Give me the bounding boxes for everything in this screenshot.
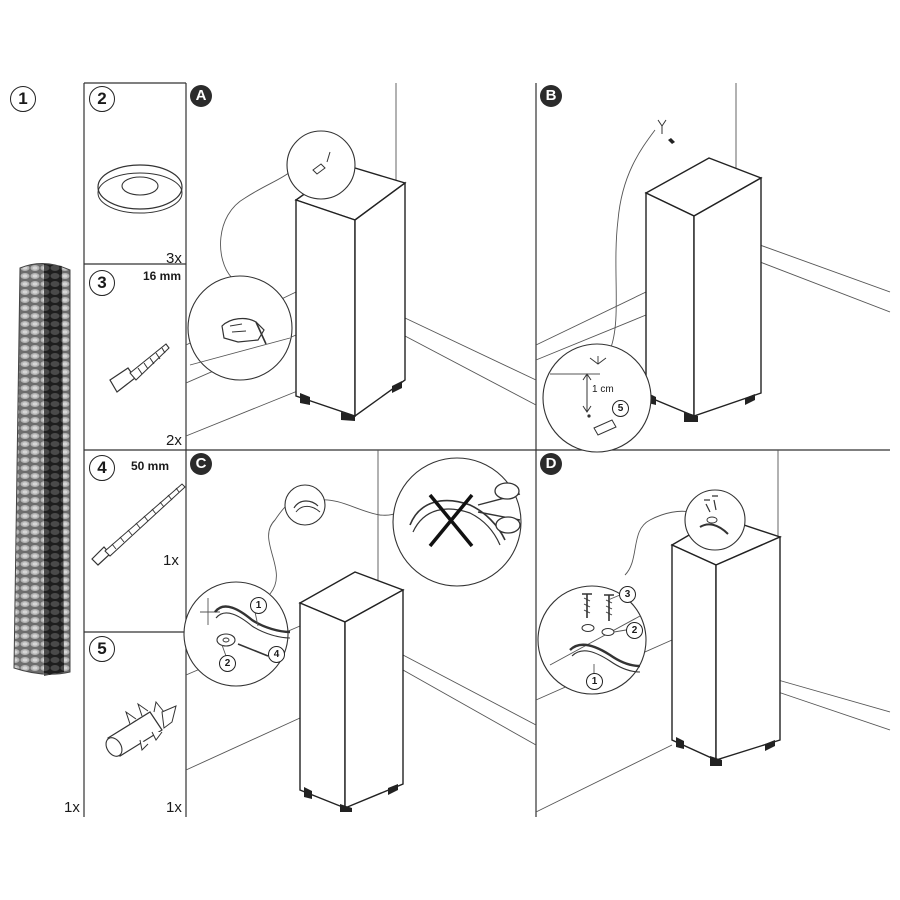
step-c-badge: C (190, 453, 212, 475)
short-screw-illustration (109, 343, 170, 393)
drill-depth-label: 1 cm (592, 384, 614, 395)
part-4-qty: 1x (163, 552, 179, 569)
part-4-number: 4 (89, 455, 115, 481)
part-3-number: 3 (89, 270, 115, 296)
part-1-number: 1 (10, 86, 36, 112)
part-2-qty: 3x (166, 250, 182, 267)
part-3-qty: 2x (166, 432, 182, 449)
panel-d-scene (535, 450, 891, 813)
panel-b-part-callout: 5 (612, 400, 629, 417)
panel-c-callout-screw: 4 (268, 646, 285, 663)
panel-d-callout-washer: 2 (626, 622, 643, 639)
long-screw-illustration (91, 483, 186, 566)
step-a-badge: A (190, 85, 212, 107)
strap-illustration (13, 263, 71, 676)
part-5-qty: 1x (166, 799, 182, 816)
panel-a-scene (185, 83, 537, 437)
panel-c-callout-washer: 2 (219, 655, 236, 672)
wall-plug-illustration (105, 700, 177, 757)
washer-illustration (97, 164, 183, 214)
panel-c-scene (183, 450, 537, 812)
panel-d-callout-screw: 3 (619, 586, 636, 603)
panel-d-callout-strap: 1 (586, 673, 603, 690)
part-3-size: 16 mm (143, 269, 182, 283)
part-2-number: 2 (89, 86, 115, 112)
step-b-badge: B (540, 85, 562, 107)
part-1-qty: 1x (64, 799, 80, 816)
step-d-badge: D (540, 453, 562, 475)
panel-b-scene (535, 83, 891, 453)
part-4-size: 50 mm (131, 459, 170, 473)
part-5-number: 5 (89, 636, 115, 662)
panel-grid (83, 82, 890, 817)
panel-c-callout-strap: 1 (250, 597, 267, 614)
